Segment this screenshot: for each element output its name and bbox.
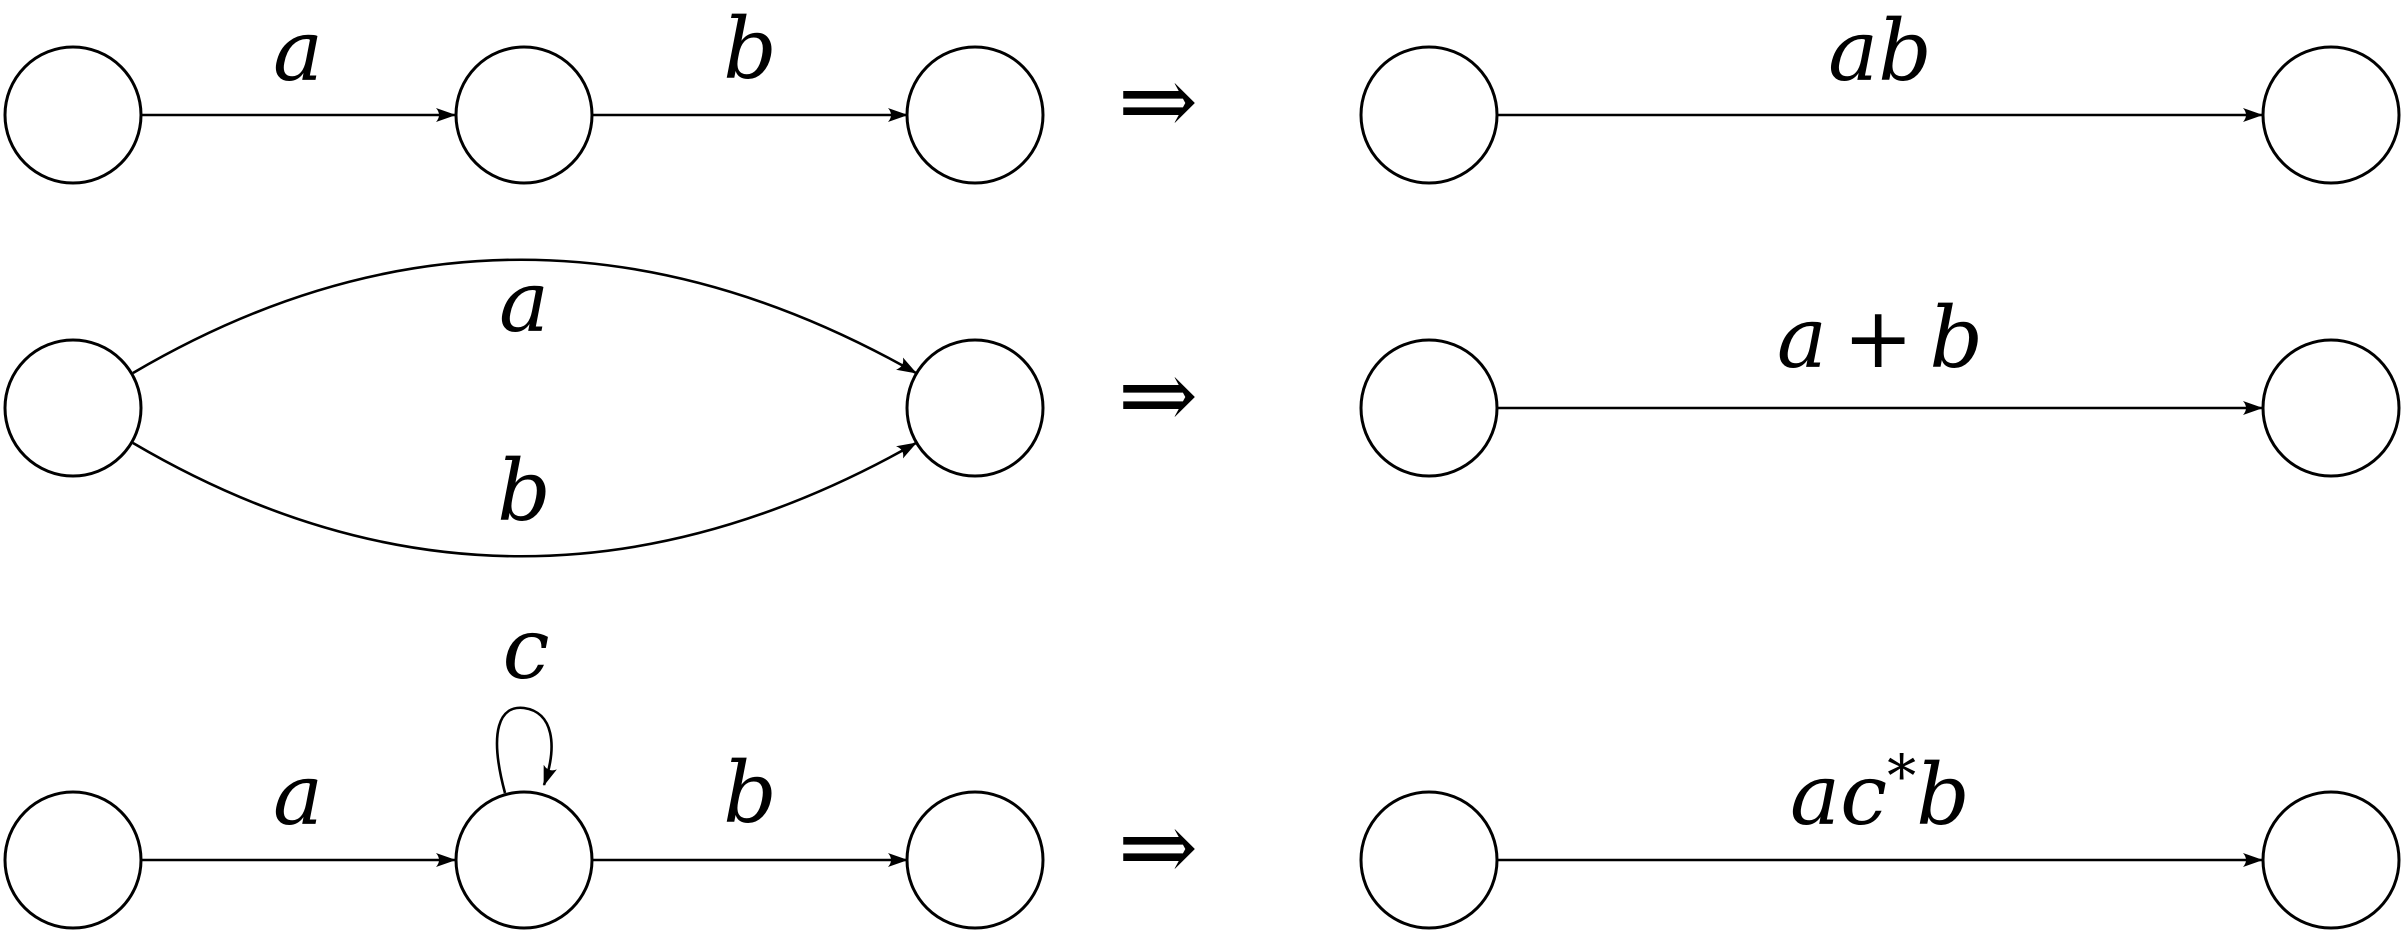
- row-concatenation: a b ⇒ ab: [3, 0, 2401, 185]
- edge-label-ab: ab: [1828, 2, 1932, 100]
- state-node: [1359, 790, 1499, 930]
- state-node: [3, 790, 143, 930]
- plus-operator: +: [1843, 289, 1913, 387]
- label-b: b: [1916, 746, 1970, 844]
- edge-label-ac-star-b: ac*b: [1790, 742, 1970, 844]
- edge-label-a: a: [273, 2, 323, 100]
- implies-arrow: ⇒: [1118, 45, 1198, 157]
- state-node: [3, 338, 143, 478]
- label-b: b: [1929, 289, 1983, 387]
- edge-label-b: b: [723, 744, 777, 842]
- loop-label-c: c: [502, 600, 549, 698]
- implies-arrow: ⇒: [1118, 339, 1198, 451]
- state-node: [2261, 338, 2401, 478]
- edge-label-a-plus-b: a+b: [1777, 289, 1983, 387]
- state-node: [1359, 338, 1499, 478]
- edge-label-a: a: [273, 746, 323, 844]
- edge-a-curved: [132, 258, 917, 375]
- edge-b-curved: [132, 441, 917, 558]
- state-node: [2261, 45, 2401, 185]
- state-node: [905, 790, 1045, 930]
- state-node: [905, 338, 1045, 478]
- self-loop-c: [495, 706, 557, 794]
- state-node: [454, 790, 594, 930]
- state-node: [905, 45, 1045, 185]
- label-ac: ac: [1790, 746, 1887, 844]
- edge-label-b: b: [497, 442, 551, 540]
- row-union: a b ⇒ a+b: [3, 253, 2401, 558]
- label-a: a: [1777, 289, 1827, 387]
- edge-label-a: a: [499, 253, 549, 351]
- state-node: [1359, 45, 1499, 185]
- row-kleene-star: a c b ⇒ ac*b: [3, 600, 2401, 930]
- state-node: [454, 45, 594, 185]
- state-node: [2261, 790, 2401, 930]
- kleene-star: *: [1887, 742, 1916, 810]
- state-node: [3, 45, 143, 185]
- edge-label-b: b: [723, 0, 777, 98]
- implies-arrow: ⇒: [1118, 791, 1198, 903]
